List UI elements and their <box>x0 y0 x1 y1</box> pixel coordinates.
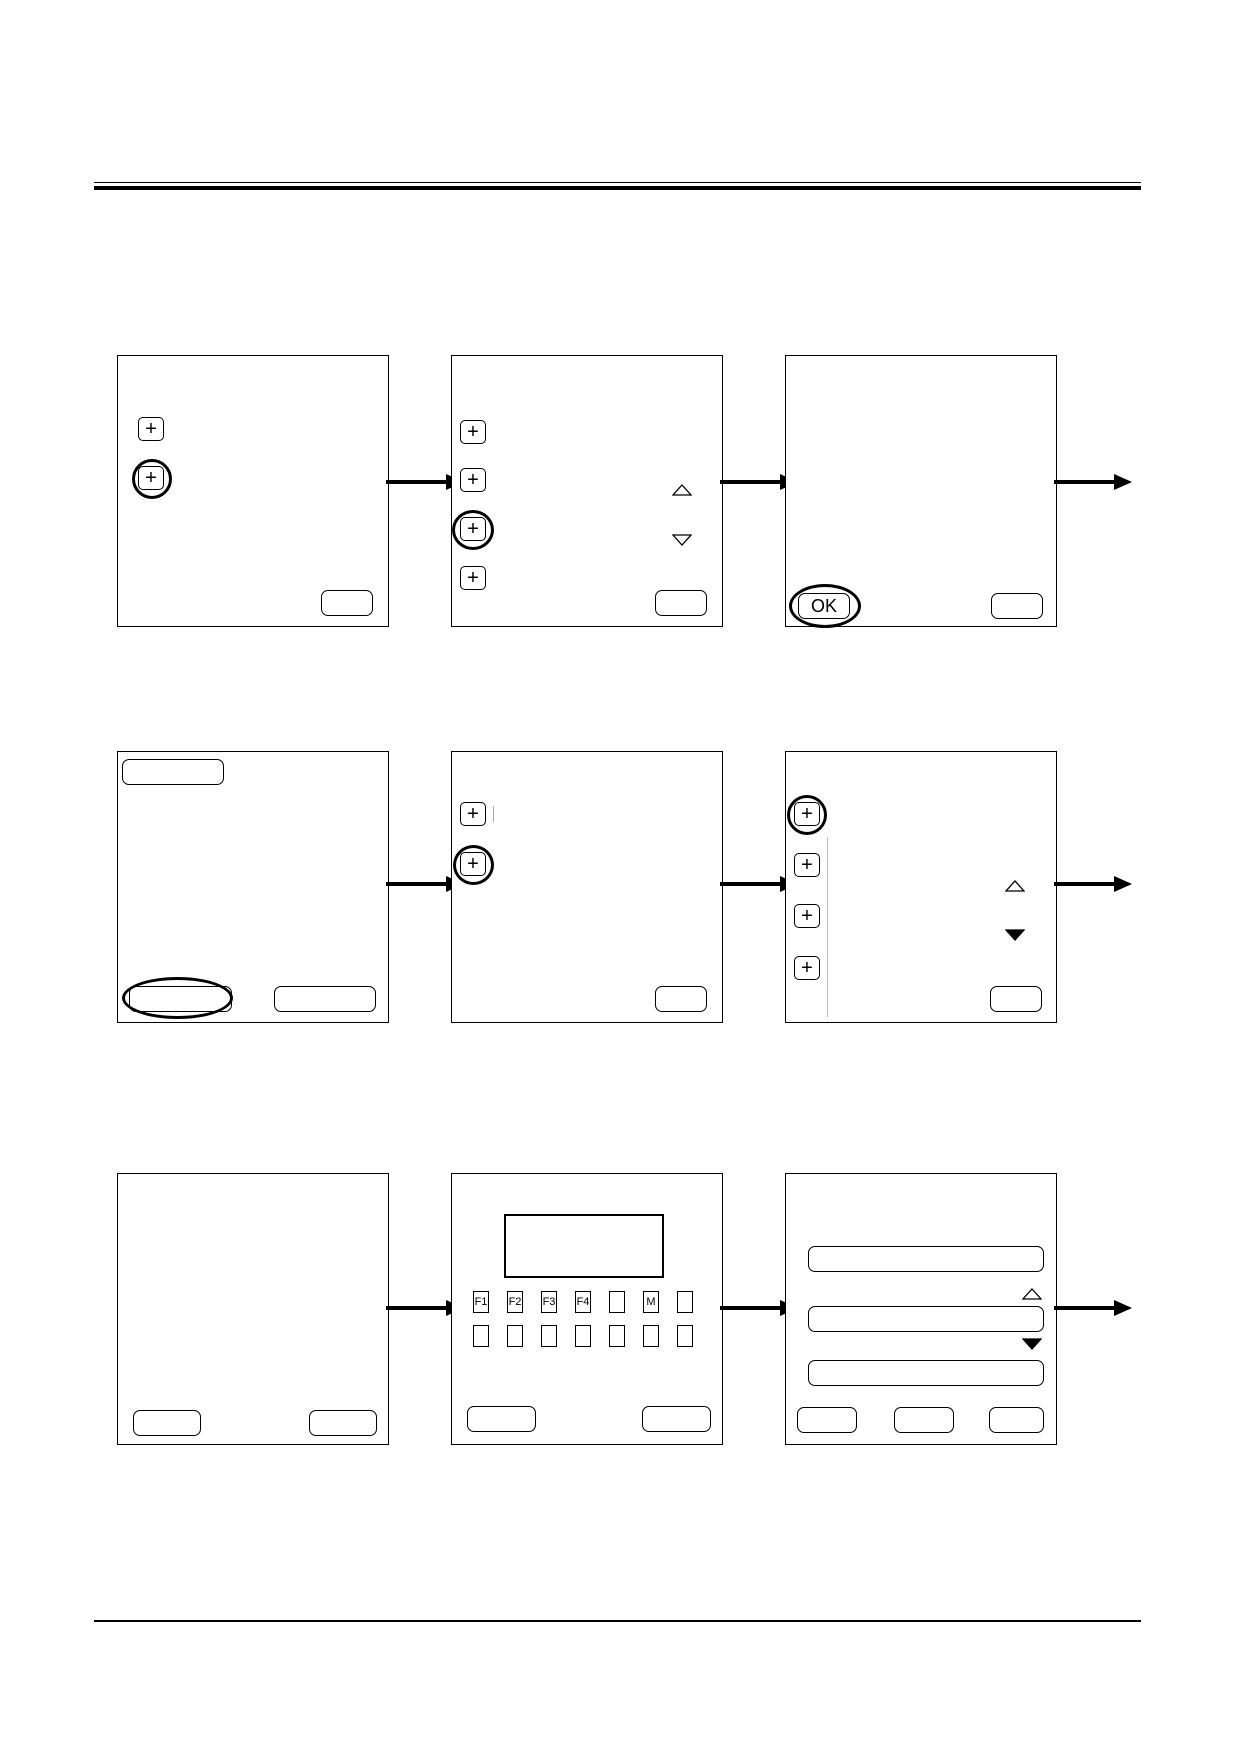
header-rule-thick <box>94 186 1141 190</box>
plus-button-4[interactable]: + <box>460 566 486 590</box>
display-panel <box>504 1214 664 1278</box>
key-f2[interactable]: F2 <box>507 1291 523 1313</box>
footer-rule <box>94 1620 1141 1622</box>
scroll-down-icon[interactable] <box>672 534 692 546</box>
scroll-up-icon[interactable] <box>1022 1288 1042 1300</box>
plus-icon: + <box>801 905 813 927</box>
plus-icon: + <box>467 469 479 491</box>
header-rule-thin <box>94 182 1141 183</box>
highlight-circle <box>132 459 172 499</box>
plus-icon: + <box>467 421 479 443</box>
screen-2: + + + + <box>451 355 723 627</box>
key-f3[interactable]: F3 <box>541 1291 557 1313</box>
key-blank-1[interactable] <box>609 1291 625 1313</box>
key-row2-1[interactable] <box>473 1325 489 1347</box>
plus-button-2[interactable]: + <box>794 853 820 877</box>
key-row2-2[interactable] <box>507 1325 523 1347</box>
plus-button-1[interactable]: + <box>460 420 486 444</box>
key-row2-6[interactable] <box>643 1325 659 1347</box>
bottom-right-button[interactable] <box>309 1410 377 1436</box>
bottom-left-button[interactable] <box>133 1410 201 1436</box>
blank-button[interactable] <box>321 590 373 616</box>
plus-button-4[interactable]: + <box>794 956 820 980</box>
highlight-circle <box>453 845 494 885</box>
highlight-ellipse <box>122 977 233 1019</box>
plus-icon: + <box>801 957 813 979</box>
screen-8: F1 F2 F3 F4 M <box>451 1173 723 1445</box>
key-label: F4 <box>576 1296 590 1308</box>
highlight-circle <box>787 795 827 835</box>
plus-button-2[interactable]: + <box>460 468 486 492</box>
bottom-button-2[interactable] <box>894 1407 954 1433</box>
bottom-right-button[interactable] <box>274 986 376 1012</box>
screen-6: + + + + <box>785 751 1057 1023</box>
plus-icon: + <box>467 803 479 825</box>
field-3[interactable] <box>808 1360 1044 1386</box>
key-blank-2[interactable] <box>677 1291 693 1313</box>
key-f4[interactable]: F4 <box>575 1291 591 1313</box>
list-divider <box>827 837 828 1017</box>
field-1[interactable] <box>808 1246 1044 1272</box>
highlight-circle <box>452 510 494 550</box>
scroll-down-icon[interactable] <box>1022 1338 1042 1350</box>
highlight-ellipse <box>789 584 861 628</box>
blank-button[interactable] <box>991 593 1043 619</box>
field-2[interactable] <box>808 1306 1044 1332</box>
flow-arrow-6 <box>1054 874 1132 894</box>
plus-button-1[interactable]: + <box>138 417 164 441</box>
key-row2-5[interactable] <box>609 1325 625 1347</box>
flow-arrow-9 <box>1054 1298 1132 1318</box>
key-label: F1 <box>474 1296 488 1308</box>
bottom-right-button[interactable] <box>642 1406 711 1432</box>
plus-button-3[interactable]: + <box>794 904 820 928</box>
screen-4 <box>117 751 389 1023</box>
scroll-up-icon[interactable] <box>672 484 692 496</box>
key-label: M <box>646 1296 656 1308</box>
scroll-up-icon[interactable] <box>1005 880 1025 892</box>
bottom-left-button[interactable] <box>467 1406 536 1432</box>
plus-icon: + <box>145 418 157 440</box>
blank-button[interactable] <box>655 986 707 1012</box>
key-row2-3[interactable] <box>541 1325 557 1347</box>
scroll-down-icon[interactable] <box>1005 929 1025 941</box>
key-row2-7[interactable] <box>677 1325 693 1347</box>
plus-icon: + <box>801 854 813 876</box>
screen-1: + + <box>117 355 389 627</box>
top-blank-button[interactable] <box>122 759 224 785</box>
key-f1[interactable]: F1 <box>473 1291 489 1313</box>
bottom-button-1[interactable] <box>797 1407 857 1433</box>
plus-icon: + <box>467 567 479 589</box>
divider <box>493 806 494 822</box>
key-label: F2 <box>508 1296 522 1308</box>
flow-arrow-3 <box>1054 472 1132 492</box>
screen-7 <box>117 1173 389 1445</box>
plus-button-1[interactable]: + <box>460 802 486 826</box>
bottom-button-3[interactable] <box>989 1407 1044 1433</box>
blank-button[interactable] <box>655 590 707 616</box>
screen-5: + + <box>451 751 723 1023</box>
key-m[interactable]: M <box>643 1291 659 1313</box>
screen-9 <box>785 1173 1057 1445</box>
screen-3: OK <box>785 355 1057 628</box>
key-row2-4[interactable] <box>575 1325 591 1347</box>
key-label: F3 <box>542 1296 556 1308</box>
blank-button[interactable] <box>990 986 1042 1012</box>
